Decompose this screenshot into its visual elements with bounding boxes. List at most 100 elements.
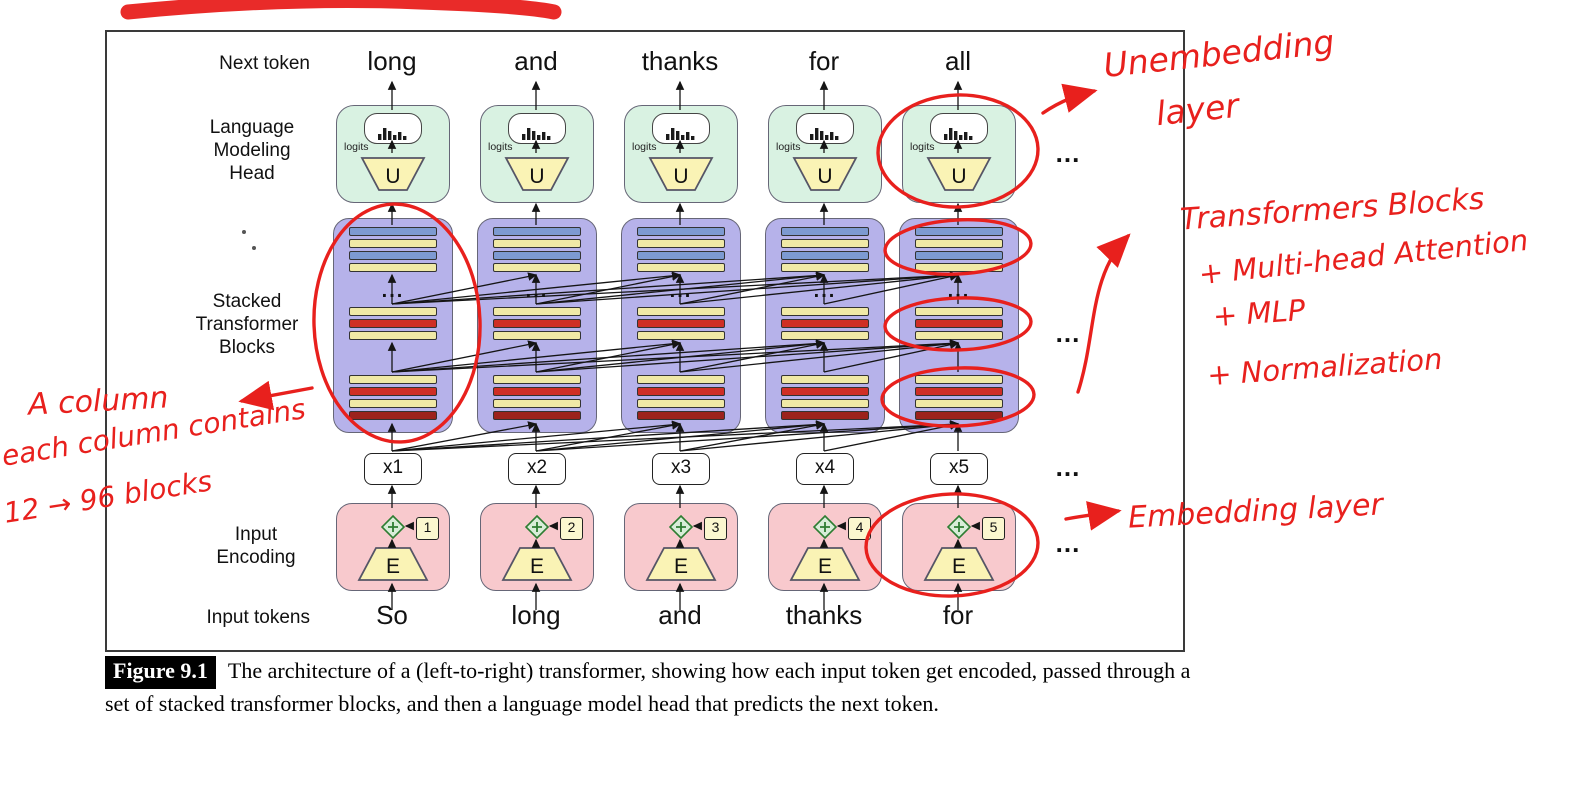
more-blocks-ellipsis: ...: [813, 280, 837, 302]
token-column-4: for logits U ... x4 4 E thanks: [764, 0, 885, 789]
transformer-block: [915, 307, 1003, 343]
transformer-block: [781, 375, 869, 423]
annotation-mlp: + MLP: [1211, 292, 1307, 334]
next-token-word: all: [944, 46, 971, 76]
unembedding-trapezoid: U: [648, 157, 714, 191]
add-position-icon: [524, 514, 550, 540]
caption-text: The architecture of a (left-to-right) tr…: [105, 658, 1191, 717]
histogram-icon: [810, 128, 839, 140]
svg-text:E: E: [818, 555, 832, 578]
lm-head-box: logits U: [902, 105, 1016, 203]
stacked-transformer-blocks-box: ...: [621, 218, 741, 433]
stacked-transformer-blocks-box: ...: [765, 218, 885, 433]
histogram-icon: [944, 128, 973, 140]
dot-decoration: [242, 230, 246, 234]
input-token-word: thanks: [785, 600, 863, 630]
transformer-block: [637, 227, 725, 275]
transformer-block: [637, 375, 725, 423]
input-encoding-box: 4 E: [768, 503, 882, 591]
logits-pill: [930, 113, 988, 144]
svg-text:U: U: [385, 165, 400, 188]
lm-head-box: logits U: [768, 105, 882, 203]
more-blocks-ellipsis: ...: [947, 280, 971, 302]
row-label-lm-head: Language Modeling Head: [209, 117, 295, 184]
hidden-state-box: x5: [930, 453, 988, 485]
continuation-ellipsis: ...: [1055, 528, 1081, 558]
stacked-transformer-blocks-box: ...: [899, 218, 1019, 433]
input-token-word: and: [658, 600, 702, 630]
figure-number-tag: Figure 9.1: [105, 656, 216, 690]
add-position-icon: [668, 514, 694, 540]
annotation-transformer-blocks: Transformers Blocks: [1179, 181, 1486, 238]
logits-pill: [508, 113, 566, 144]
transformer-block: [493, 307, 581, 343]
lm-head-box: logits U: [480, 105, 594, 203]
transformer-block: [349, 227, 437, 275]
stacked-transformer-blocks-box: ...: [333, 218, 453, 433]
add-position-icon: [946, 514, 972, 540]
annotation-multi-head-attention: + Multi-head Attention: [1197, 222, 1530, 292]
embedding-trapezoid: E: [645, 547, 717, 581]
transformer-block: [637, 307, 725, 343]
embedding-trapezoid: E: [789, 547, 861, 581]
input-encoding-box: 5 E: [902, 503, 1016, 591]
svg-text:E: E: [952, 555, 966, 578]
unembedding-trapezoid: U: [360, 157, 426, 191]
next-token-word: thanks: [641, 46, 719, 76]
embedding-trapezoid: E: [357, 547, 429, 581]
transformer-block: [915, 375, 1003, 423]
stacked-transformer-blocks-box: ...: [477, 218, 597, 433]
next-token-word: long: [367, 46, 417, 76]
row-label-input-tokens: Input tokens: [206, 607, 310, 628]
position-index-box: 2: [560, 517, 583, 540]
embedding-trapezoid: E: [923, 547, 995, 581]
logits-pill: [652, 113, 710, 144]
embedding-trapezoid: E: [501, 547, 573, 581]
position-index-box: 3: [704, 517, 727, 540]
position-index-box: 1: [416, 517, 439, 540]
row-label-next-token: Next token: [219, 53, 310, 74]
logits-label: logits: [488, 141, 513, 153]
unembedding-trapezoid: U: [792, 157, 858, 191]
svg-text:U: U: [951, 165, 966, 188]
input-token-word: long: [511, 600, 561, 630]
svg-text:U: U: [817, 165, 832, 188]
add-position-icon: [380, 514, 406, 540]
input-encoding-box: 2 E: [480, 503, 594, 591]
more-blocks-ellipsis: ...: [525, 280, 549, 302]
next-token-word: and: [514, 46, 558, 76]
position-index-box: 4: [848, 517, 871, 540]
lm-head-box: logits U: [624, 105, 738, 203]
input-token-word: So: [376, 600, 408, 630]
input-encoding-box: 3 E: [624, 503, 738, 591]
continuation-ellipsis: ...: [1055, 138, 1081, 168]
lm-head-box: logits U: [336, 105, 450, 203]
row-label-input-encoding: Input Encoding: [216, 524, 296, 568]
hidden-state-box: x2: [508, 453, 566, 485]
annotation-unembedding-line2: layer: [1154, 85, 1241, 134]
transformer-block: [493, 227, 581, 275]
transformer-block: [781, 227, 869, 275]
histogram-icon: [378, 128, 407, 140]
transformer-block: [915, 227, 1003, 275]
add-position-icon: [812, 514, 838, 540]
position-index-box: 5: [982, 517, 1005, 540]
input-encoding-box: 1 E: [336, 503, 450, 591]
continuation-ellipsis: ...: [1055, 452, 1081, 482]
row-label-stacked-blocks: Stacked Transformer Blocks: [195, 291, 299, 358]
continuation-ellipsis: ...: [1055, 318, 1081, 348]
svg-text:E: E: [386, 555, 400, 578]
svg-text:E: E: [530, 555, 544, 578]
logits-label: logits: [910, 141, 935, 153]
unembedding-trapezoid: U: [926, 157, 992, 191]
hidden-state-box: x1: [364, 453, 422, 485]
input-token-word: for: [942, 600, 974, 630]
logits-label: logits: [776, 141, 801, 153]
histogram-icon: [666, 128, 695, 140]
svg-text:E: E: [674, 555, 688, 578]
more-blocks-ellipsis: ...: [669, 280, 693, 302]
logits-pill: [364, 113, 422, 144]
logits-label: logits: [632, 141, 657, 153]
transformer-block: [349, 307, 437, 343]
